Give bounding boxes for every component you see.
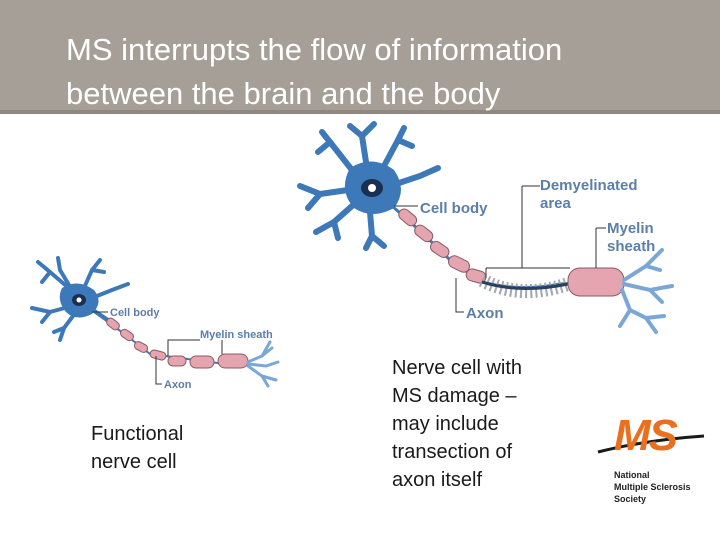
nmss-logo: MS National Multiple Sclerosis Society xyxy=(596,412,716,512)
title-bar-divider xyxy=(0,110,720,114)
left-label-cell-body: Cell body xyxy=(110,307,160,319)
right-label-axon: Axon xyxy=(466,305,504,322)
slide-title: MS interrupts the flow of information be… xyxy=(66,32,563,111)
left-myelin-segments xyxy=(106,317,249,369)
right-label-demyelinated-area: Demyelinated area xyxy=(540,177,642,212)
right-neuron: Cell body Demyelinated area Myelin sheat… xyxy=(297,121,674,334)
logo-line-1: National xyxy=(614,470,650,480)
left-label-myelin-sheath: Myelin sheath xyxy=(200,329,273,341)
right-myelin-segments xyxy=(398,208,487,284)
logo-mark: MS xyxy=(614,411,678,460)
functional-nerve-cell-caption: Functional nerve cell xyxy=(91,423,184,473)
right-label-demyelinated-line1: Demyelinated xyxy=(540,177,638,194)
right-leader-lines xyxy=(394,185,606,313)
left-axon-terminals xyxy=(246,340,280,388)
right-axon-terminals xyxy=(618,248,674,334)
title-bar xyxy=(0,0,720,112)
logo-line-2: Multiple Sclerosis xyxy=(614,482,691,492)
left-label-axon: Axon xyxy=(164,379,192,391)
left-leader-lines xyxy=(92,311,223,385)
right-myelin-sheath-segment xyxy=(567,267,625,297)
damaged-nerve-cell-caption: Nerve cell with MS damage – may include … xyxy=(392,357,523,491)
left-neuron: Cell body Myelin sheath Axon xyxy=(30,256,280,391)
logo-line-3: Society xyxy=(614,494,647,504)
logo-swoosh-icon xyxy=(597,434,705,454)
right-label-myelin-line2: sheath xyxy=(607,238,655,255)
right-neuron-dendrites xyxy=(297,121,441,251)
right-label-myelin-line1: Myelin xyxy=(607,220,654,237)
right-label-myelin-sheath: Myelin sheath xyxy=(607,220,658,255)
right-label-cell-body: Cell body xyxy=(420,200,488,217)
right-label-demyelinated-line2: area xyxy=(540,195,572,212)
